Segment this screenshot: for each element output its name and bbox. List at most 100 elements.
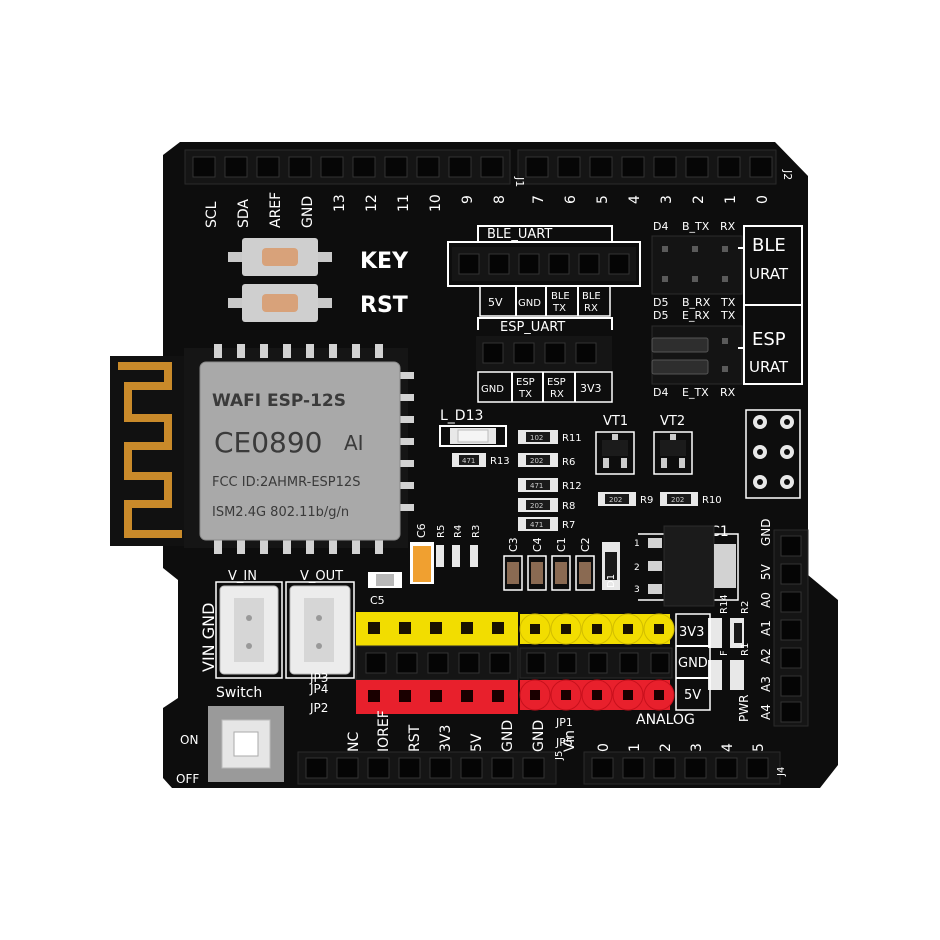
box-ble-line2: URAT <box>749 265 789 283</box>
led-d13 <box>439 425 507 447</box>
switch-off-label: OFF <box>176 772 199 786</box>
res-code-r10: 202 <box>671 496 684 504</box>
r1-label: R1 <box>740 643 751 656</box>
bottom-pin-a3: 3 <box>689 743 705 752</box>
pin-label-7: 7 <box>531 195 547 204</box>
jp2-pin-a3: A3 <box>759 676 773 692</box>
f-label: F <box>719 650 730 656</box>
resistor-codes: 102 471 202 471 202 471 202 202 <box>462 434 684 529</box>
bottom-pin-gnd1: GND <box>500 720 516 752</box>
jp-mid-tx: TX <box>720 296 736 309</box>
switch-on-label: ON <box>180 733 198 747</box>
jp2-pin-a1: A1 <box>759 620 773 636</box>
jp2-analog-header <box>773 529 809 727</box>
res-code-r9: 202 <box>609 496 622 504</box>
resistors-r5-r3 <box>436 545 478 567</box>
ble-select-jumper-block <box>651 235 743 295</box>
jp-mid-brx: B_RX <box>682 296 711 309</box>
jp2-label: JP2 <box>810 491 823 509</box>
jp2-pin-gnd: GND <box>759 518 773 546</box>
capacitor-c6 <box>410 542 434 584</box>
r4-label: R4 <box>453 525 464 538</box>
pin-label-13: 13 <box>332 194 348 212</box>
res-code-r11: 102 <box>530 434 543 442</box>
v-in-connector[interactable] <box>215 581 283 679</box>
rst-label: RST <box>360 293 408 318</box>
jp-top-btx: B_TX <box>682 220 710 233</box>
pin-label-9: 9 <box>460 195 476 204</box>
yellow-3v3-rail <box>356 612 675 646</box>
bottom-power-pin-labels: NC IOREF RST 3V3 5V GND GND Vin <box>346 710 578 752</box>
pin-label-1: 1 <box>723 195 739 204</box>
jp2-pin-a4: A4 <box>759 704 773 720</box>
ic1-pin3: 3 <box>634 585 640 595</box>
jp-bot-rx: RX <box>720 386 736 399</box>
jp-bot-d4: D4 <box>653 386 668 399</box>
pin-label-gnd: GND <box>300 196 316 228</box>
pin-label-2: 2 <box>691 195 707 204</box>
jp-bot-etx: E_TX <box>682 386 709 399</box>
jp-mid-d5: D5 <box>653 296 668 309</box>
res-code-r6: 202 <box>530 457 543 465</box>
jp2-pin-a0: A0 <box>759 592 773 608</box>
d1-label: D1 <box>606 574 617 588</box>
top-right-header <box>517 149 777 185</box>
vt1-label: VT1 <box>603 414 628 429</box>
c3-label: C3 <box>507 537 520 552</box>
rail-5v-label: 5V <box>684 688 701 703</box>
ic1-pin2: 2 <box>634 563 640 573</box>
power-section-parts <box>708 618 744 690</box>
bottom-pin-a2: 2 <box>658 743 674 752</box>
ble-pin-5v: 5V <box>488 296 503 309</box>
esp-uart-label: ESP_UART <box>500 320 565 335</box>
module-ism: ISM2.4G 802.11b/g/n <box>212 505 349 520</box>
esp-uart-pin-table <box>477 371 613 403</box>
pin-label-12: 12 <box>364 194 380 212</box>
top-left-header <box>184 149 511 185</box>
jp1-label: JP1 <box>555 716 573 729</box>
top-left-pin-labels: SCL SDA AREF GND 13 12 11 10 9 8 <box>204 192 508 228</box>
key-label: KEY <box>360 249 409 274</box>
led-label: L_D13 <box>440 408 483 424</box>
esp-pin-3v3: 3V3 <box>580 382 602 395</box>
key-button[interactable] <box>228 238 332 276</box>
esp-select-jumper-block[interactable] <box>651 325 743 385</box>
pin-label-sda: SDA <box>236 199 252 228</box>
jp-top-rx: RX <box>720 220 736 233</box>
vin-gnd-label: VIN GND <box>199 603 218 672</box>
rst-button[interactable] <box>228 284 332 322</box>
power-switch[interactable] <box>208 706 284 782</box>
pin-label-8: 8 <box>492 195 508 204</box>
vt2-label: VT2 <box>660 414 685 429</box>
esp12s-module: WAFI ESP-12S CE0890 AI FCC ID:2AHMR-ESP1… <box>184 344 414 554</box>
module-ai: AI <box>344 431 364 455</box>
bottom-pin-5v: 5V <box>469 733 485 752</box>
ble-pin-rx-b: RX <box>584 303 598 314</box>
ble-pin-rx-a: BLE <box>582 291 601 302</box>
res-code-r12: 471 <box>530 482 543 490</box>
wifi-antenna <box>110 356 194 546</box>
c4-label: C4 <box>531 537 544 552</box>
res-code-r13: 471 <box>462 457 475 465</box>
bottom-pin-gnd2: GND <box>531 720 547 752</box>
regulator-ic1 <box>638 525 739 607</box>
bottom-pin-3v3: 3V3 <box>438 725 454 752</box>
uart-select-box <box>738 225 803 385</box>
esp-pin-rx-b: RX <box>550 389 564 400</box>
v-out-connector[interactable] <box>285 581 355 679</box>
bottom-pin-a4: 4 <box>720 743 736 752</box>
ble-uart-pin-table <box>479 285 611 317</box>
pin-label-5: 5 <box>595 195 611 204</box>
j4-label: J4 <box>776 767 787 777</box>
ble-uart-header <box>452 247 636 281</box>
pwr-label: PWR <box>737 695 751 722</box>
j2-label: J2 <box>781 169 794 180</box>
box-esp-line2: URAT <box>749 358 789 376</box>
pin-label-4: 4 <box>627 195 643 204</box>
module-brand: WAFI ESP-12S <box>212 391 346 411</box>
capacitors-c3-c2 <box>503 555 595 591</box>
ble-pin-gnd: GND <box>518 298 541 309</box>
ble-uart-label: BLE_UART <box>487 227 552 242</box>
rail-3v3-label: 3V3 <box>679 625 704 640</box>
